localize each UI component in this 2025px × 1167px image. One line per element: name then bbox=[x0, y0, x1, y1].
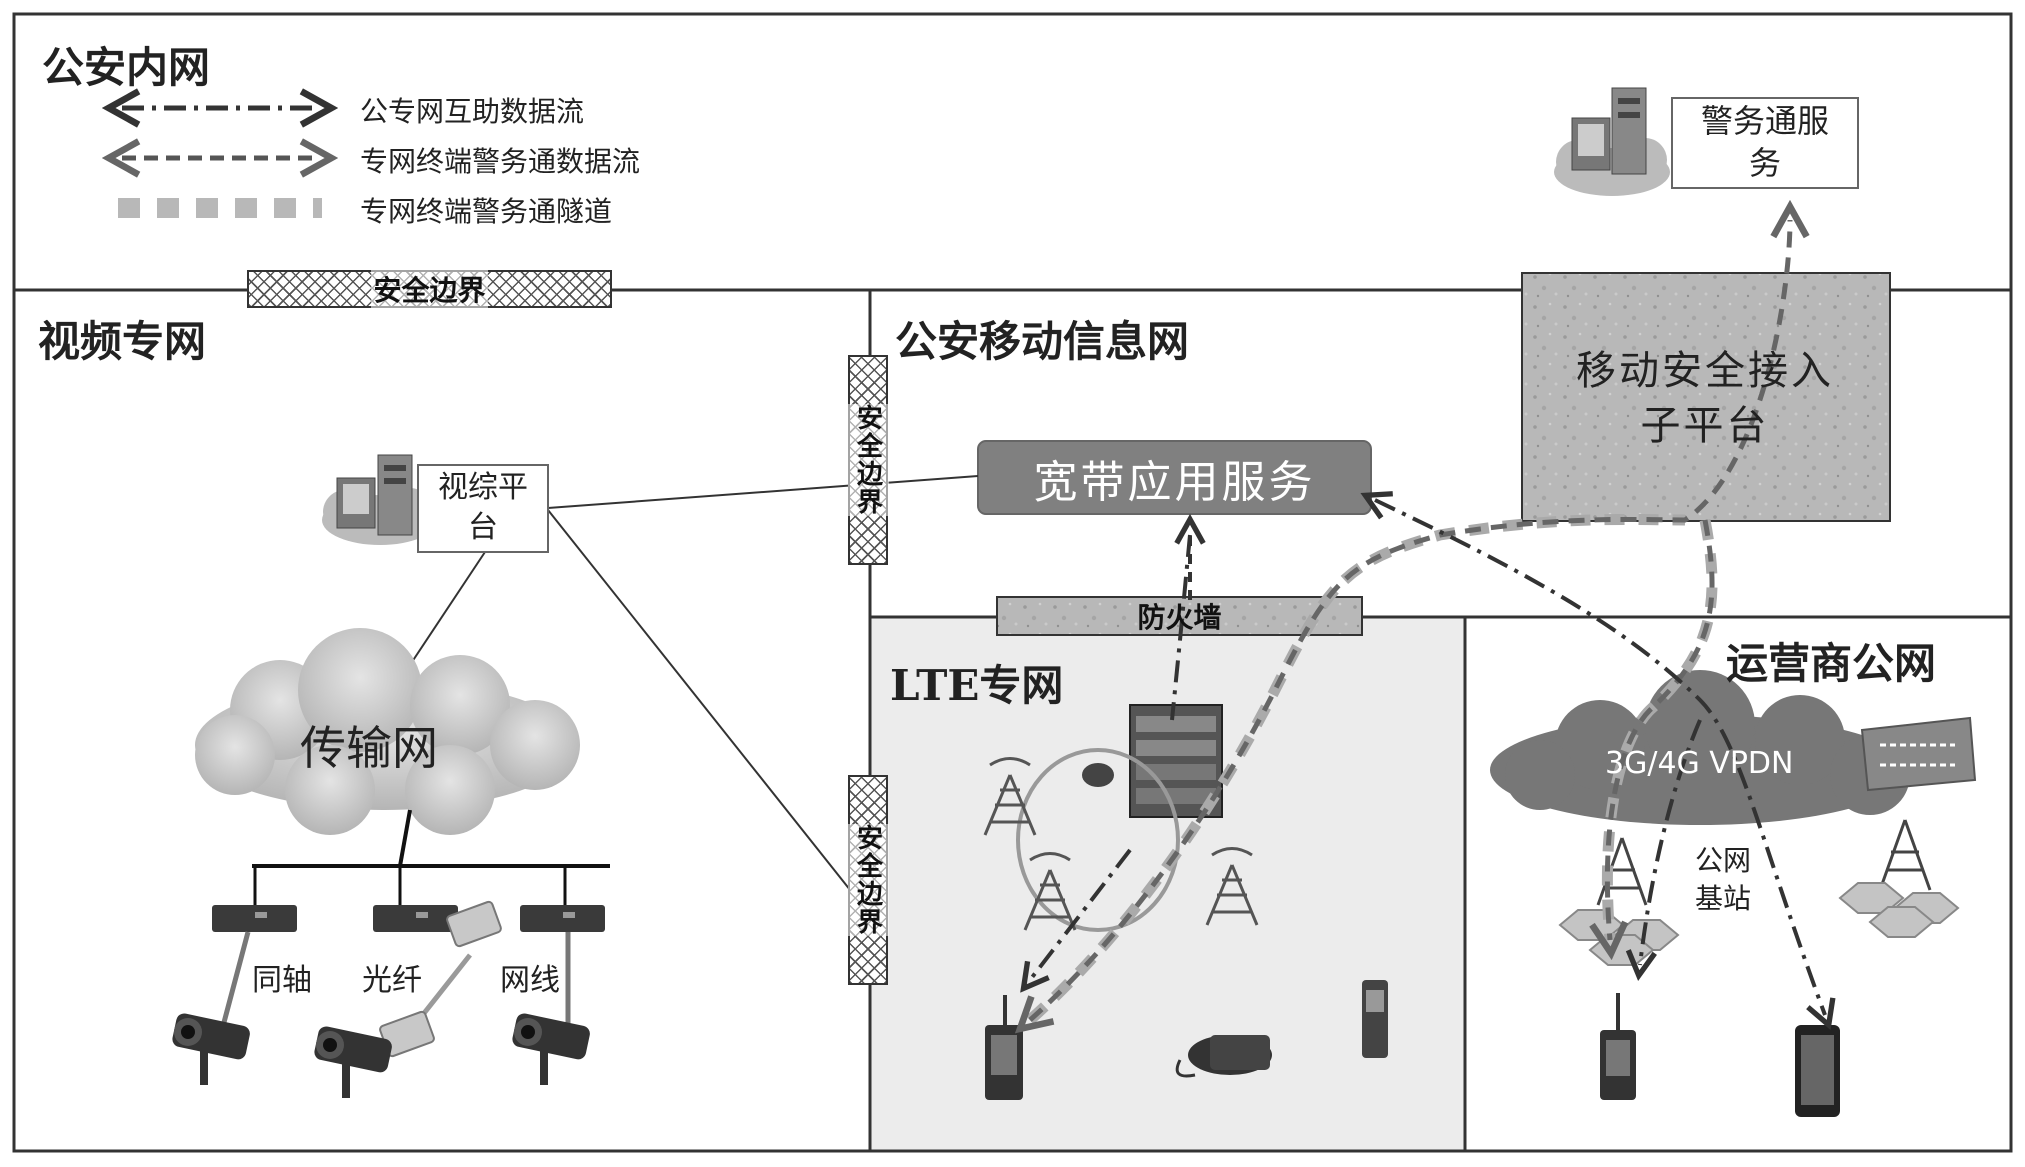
zone-title-mobile-info-network: 公安移动信息网 bbox=[895, 317, 1190, 366]
police-app-service-box bbox=[1671, 97, 1859, 189]
transport-network-label: 传输网 bbox=[300, 721, 438, 775]
firewall-label: 防火墙 bbox=[1137, 601, 1222, 634]
security-boundary-vertical-bottom-label: 安全边界 bbox=[847, 824, 889, 936]
cctv-cameras bbox=[172, 1013, 590, 1098]
video-platform-label: 视综平台 bbox=[438, 470, 528, 545]
switch-devices bbox=[212, 905, 605, 932]
cable-label-ethernet: 网线 bbox=[500, 963, 560, 998]
legend-label-aid-flow: 公专网互助数据流 bbox=[360, 95, 585, 128]
security-boundary-vertical-top: 安全边界 bbox=[847, 355, 889, 565]
police-app-service-label: 警务通服务 bbox=[1700, 102, 1829, 182]
carrier-terminals bbox=[1600, 993, 1840, 1117]
outer-border bbox=[12, 12, 2013, 1153]
security-boundary-vertical-top-label: 安全边界 bbox=[847, 404, 889, 516]
security-boundary-vertical-bottom: 安全边界 bbox=[847, 775, 889, 985]
aid-flow-lte bbox=[1030, 534, 1192, 980]
mobile-access-platform-label: 移动安全接入子平台 bbox=[1576, 348, 1834, 449]
legend-label-police-flow: 专网终端警务通数据流 bbox=[360, 145, 641, 178]
zone-title-police-intranet: 公安内网 bbox=[42, 43, 211, 92]
zone-title-video-network: 视频专网 bbox=[38, 317, 207, 366]
legend-label-tunnel: 专网终端警务通隧道 bbox=[360, 195, 613, 228]
cable-label-fiber: 光纤 bbox=[362, 963, 422, 998]
legend-lines bbox=[118, 108, 322, 218]
zone-title-lte-network: LTE专网 bbox=[890, 661, 1064, 710]
hex-cells bbox=[1558, 882, 1960, 966]
vpdn-label: 3G/4G VPDN bbox=[1605, 746, 1794, 781]
video-platform-box bbox=[417, 464, 549, 553]
security-boundary-horizontal-label: 安全边界 bbox=[371, 269, 488, 309]
broadband-service-label: 宽带应用服务 bbox=[1033, 456, 1316, 508]
zone-title-carrier-network: 运营商公网 bbox=[1726, 639, 1937, 688]
optical-converters bbox=[379, 900, 502, 1058]
carrier-switch bbox=[1860, 716, 1977, 792]
cable-label-coax: 同轴 bbox=[252, 963, 312, 998]
police-app-server bbox=[1554, 87, 1670, 196]
aid-flow-carrier bbox=[1375, 500, 1825, 1015]
security-boundary-horizontal: 安全边界 bbox=[247, 269, 612, 309]
video-platform-server bbox=[322, 454, 438, 545]
public-base-station-label: 公网基站 bbox=[1694, 844, 1751, 915]
transport-network-cloud bbox=[195, 628, 580, 835]
